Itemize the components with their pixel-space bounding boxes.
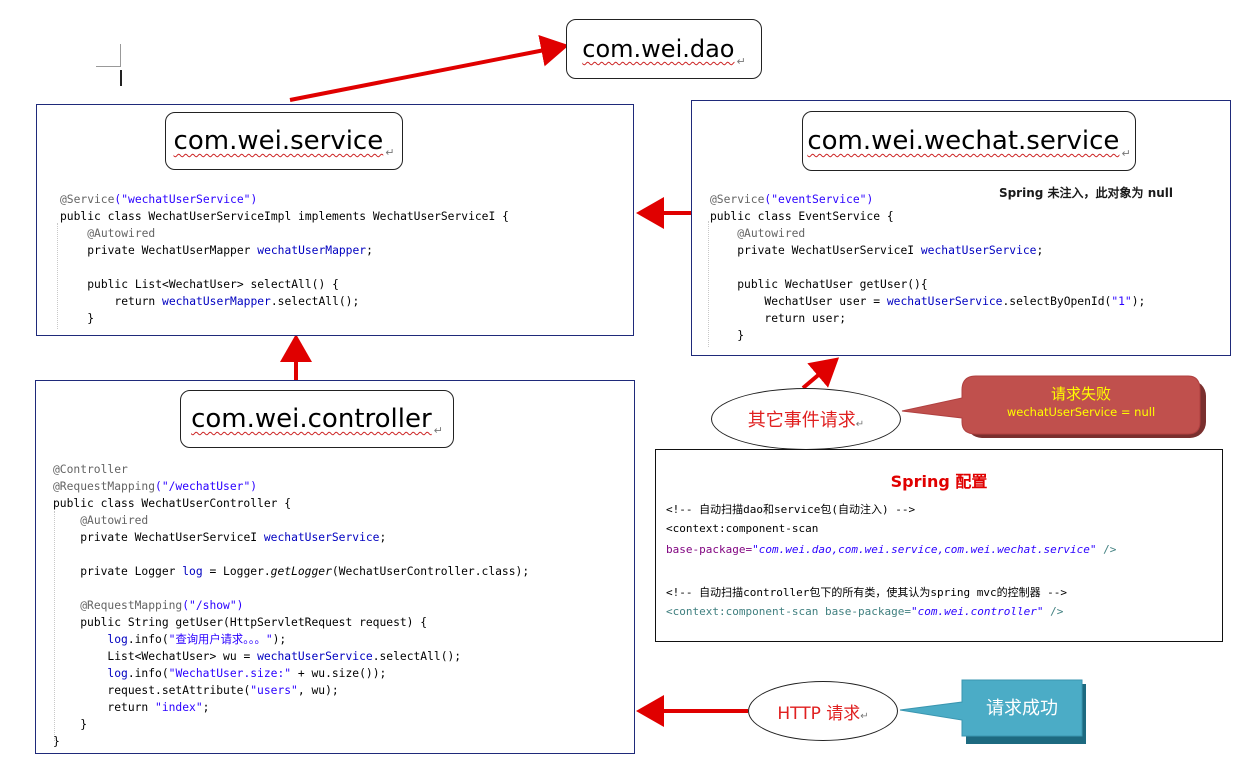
package-wechat-service-label: com.wei.wechat.service [807, 126, 1120, 156]
arrow-other-event-to-wechat-service [801, 357, 840, 390]
other-event-request-label: 其它事件请求 [747, 410, 856, 431]
package-service-box: com.wei.service↵ [165, 112, 403, 170]
callout-request-failed-title: 请求失败 [1050, 385, 1111, 403]
callout-request-failed-detail: wechatUserService = null [1006, 405, 1156, 419]
event-service-class-box: com.wei.wechat.service↵ @Service("eventS… [691, 100, 1231, 356]
service-class-box: com.wei.service↵ @Service("wechatUserSer… [36, 104, 634, 336]
arrow-service-to-dao [289, 34, 569, 102]
http-request-label: HTTP 请求 [777, 703, 861, 724]
package-controller-label: com.wei.controller [191, 404, 432, 434]
package-dao-label: com.wei.dao [582, 35, 735, 63]
event-service-code: @Service("eventService") public class Ev… [710, 193, 1146, 342]
spring-config-title: Spring 配置 [890, 472, 988, 491]
package-service-label: com.wei.service [173, 126, 384, 156]
controller-class-box: com.wei.controller↵ @Controller @Request… [35, 380, 635, 754]
spring-config-box: Spring 配置 <!-- 自动扫描dao和service包(自动注入) --… [655, 449, 1223, 642]
spring-config-scan-1: <context:component-scan [666, 522, 819, 535]
service-code: @Service("wechatUserService") public cla… [60, 193, 509, 325]
controller-code: @Controller @RequestMapping("/wechatUser… [53, 463, 530, 748]
spring-config-scan-2: <context:component-scan base-package="co… [666, 605, 1064, 618]
package-wechat-service-box: com.wei.wechat.service↵ [802, 111, 1136, 171]
other-event-request-oval: 其它事件请求↵ [711, 388, 901, 450]
spring-config-comment-2: <!-- 自动扫描controller包下的所有类，使其认为spring mvc… [666, 586, 1068, 599]
callout-request-failed [901, 375, 1206, 438]
callout-request-success [899, 679, 1086, 744]
callout-request-success-text: 请求成功 [986, 698, 1058, 719]
spring-config-base-package-1: base-package="com.wei.dao,com.wei.servic… [666, 543, 1117, 556]
package-dao-box: com.wei.dao↵ [566, 19, 762, 79]
page-corner-mark [96, 44, 121, 67]
http-request-oval: HTTP 请求↵ [748, 681, 898, 741]
text-cursor [120, 70, 122, 86]
callout-spring-null-text: Spring 未注入，此对象为 null [998, 186, 1174, 200]
spring-config-comment-1: <!-- 自动扫描dao和service包(自动注入) --> [666, 503, 916, 516]
package-controller-box: com.wei.controller↵ [180, 390, 454, 448]
